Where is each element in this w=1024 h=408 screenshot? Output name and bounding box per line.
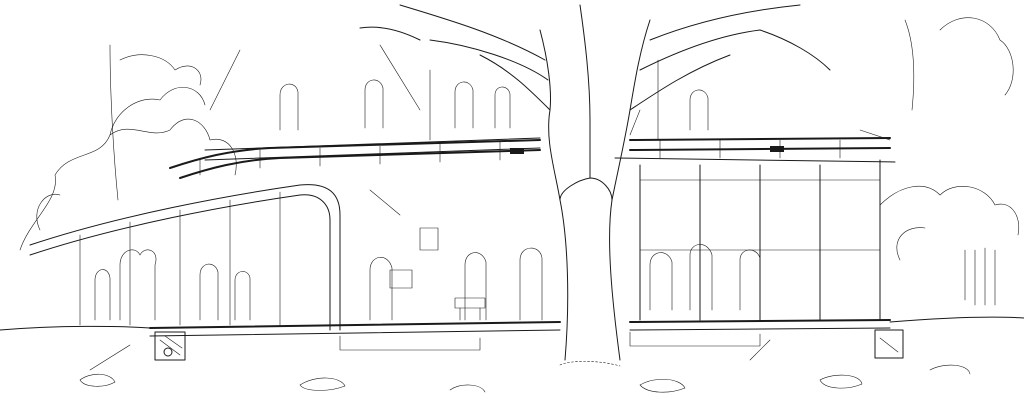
central-tree (359, 4, 831, 361)
floor-and-foundation (149, 319, 904, 361)
ground (0, 316, 1024, 393)
background-trees-right (879, 17, 1020, 306)
curved-glass-wall (29, 184, 341, 331)
people-silhouettes (94, 79, 761, 321)
background-trees-left (19, 44, 237, 251)
interior-furniture (389, 227, 486, 321)
roof-left (169, 137, 541, 179)
right-glass-wall (639, 159, 881, 321)
annotation-leaders (89, 44, 891, 371)
roof-right (614, 137, 896, 163)
light-pole (429, 59, 659, 141)
